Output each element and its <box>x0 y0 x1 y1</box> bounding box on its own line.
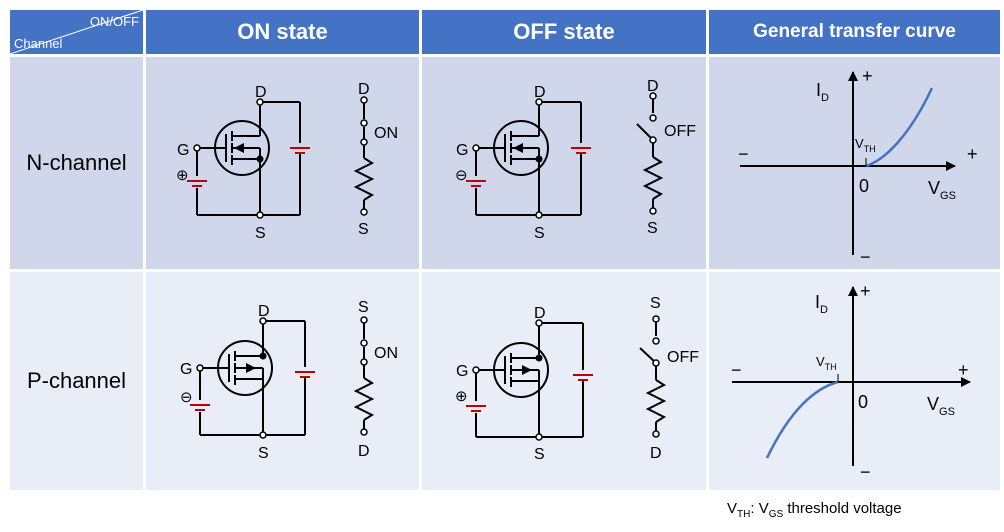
pch-on-switch-s-label: S <box>358 299 369 316</box>
nch-off-minus-circle-icon: ⊖ <box>455 167 468 184</box>
nch-on-source-label: S <box>255 225 266 242</box>
pch-minus-left: − <box>731 360 742 380</box>
pch-id-label: ID <box>815 292 828 316</box>
nch-on-switch-s-label: S <box>358 221 369 238</box>
nch-off-drain-label: D <box>534 84 546 101</box>
pch-on-switch <box>353 320 375 432</box>
header-on-state: ON state <box>146 10 419 54</box>
nch-vth-label: VTH <box>855 136 876 154</box>
pch-off-source-label: S <box>534 446 545 463</box>
pch-off-drain-label: D <box>534 305 546 322</box>
pch-vgs-label: VGS <box>927 394 955 418</box>
header-off-state: OFF state <box>422 10 706 54</box>
corner-top-label: ON/OFF <box>89 14 139 29</box>
row-p-label-cell <box>10 272 143 490</box>
pch-on-circuit <box>199 320 306 436</box>
nch-plus-right: + <box>967 144 978 164</box>
nch-on-plus-circle-icon: ⊕ <box>176 167 189 184</box>
pch-off-plus-circle-icon: ⊕ <box>455 388 468 405</box>
nch-on-gate-label: G <box>177 142 189 159</box>
vth-footnote: VTH: VGS threshold voltage <box>727 500 902 520</box>
header-off-state-text: OFF state <box>513 19 615 44</box>
pch-transfer-axes <box>732 286 971 466</box>
nch-off-circuit <box>475 101 582 216</box>
row-n-label-cell <box>10 57 143 269</box>
nch-minus-left: − <box>738 144 749 164</box>
nch-on-switch-d-label: D <box>358 81 370 98</box>
pch-plus-right: + <box>958 360 969 380</box>
pch-off-circuit <box>475 322 584 438</box>
pch-plus-top: + <box>860 281 871 301</box>
pch-minus-bottom: − <box>860 462 871 482</box>
corner-bottom-label: Channel <box>14 36 63 51</box>
nch-plus-top: + <box>862 66 873 86</box>
row-label-p-channel: P-channel <box>26 368 127 393</box>
nch-off-gate-label: G <box>456 142 468 159</box>
corner-diagonal <box>10 10 143 54</box>
pch-on-drain-label: D <box>258 303 270 320</box>
pch-off-switch-s-label: S <box>650 295 661 312</box>
header-transfer-text: General transfer curve <box>753 21 956 42</box>
header-on-state-text: ON state <box>237 19 328 44</box>
row-label-n-channel: N-channel <box>26 150 127 175</box>
pch-off-switch-off-label: OFF <box>667 349 699 366</box>
nch-transfer-axes <box>740 71 956 255</box>
nch-on-circuit <box>196 101 301 216</box>
nch-on-drain-label: D <box>255 84 267 101</box>
pch-transfer-curve <box>765 380 839 459</box>
nch-vgs-label: VGS <box>928 178 956 202</box>
row-p-on-cell <box>146 272 419 490</box>
pch-on-switch-d-label: D <box>358 443 370 460</box>
pch-off-gate-label: G <box>456 363 468 380</box>
nch-off-switch-d-label: D <box>647 78 659 95</box>
nch-off-switch <box>636 96 664 211</box>
pch-on-gate-label: G <box>180 361 192 378</box>
nch-on-switch-on-label: ON <box>374 125 398 142</box>
corner-header: ON/OFF Channel <box>10 10 143 54</box>
pch-vth-label: VTH <box>816 354 837 372</box>
nch-on-switch <box>353 100 375 212</box>
header-transfer: General transfer curve <box>709 10 1000 54</box>
pch-on-source-label: S <box>258 445 269 462</box>
pch-off-switch-d-label: D <box>650 445 662 462</box>
pch-on-switch-on-label: ON <box>374 345 398 362</box>
nch-id-label: ID <box>816 80 829 104</box>
nch-minus-bottom: − <box>860 247 871 267</box>
pch-off-switch <box>639 319 667 434</box>
nch-transfer-curve <box>865 87 934 168</box>
pch-zero-label: 0 <box>858 392 868 412</box>
nch-off-switch-s-label: S <box>647 220 658 237</box>
pch-on-minus-circle-icon: ⊖ <box>180 389 193 406</box>
nch-zero-label: 0 <box>859 176 869 196</box>
nch-off-switch-off-label: OFF <box>664 123 696 140</box>
nch-off-source-label: S <box>534 225 545 242</box>
